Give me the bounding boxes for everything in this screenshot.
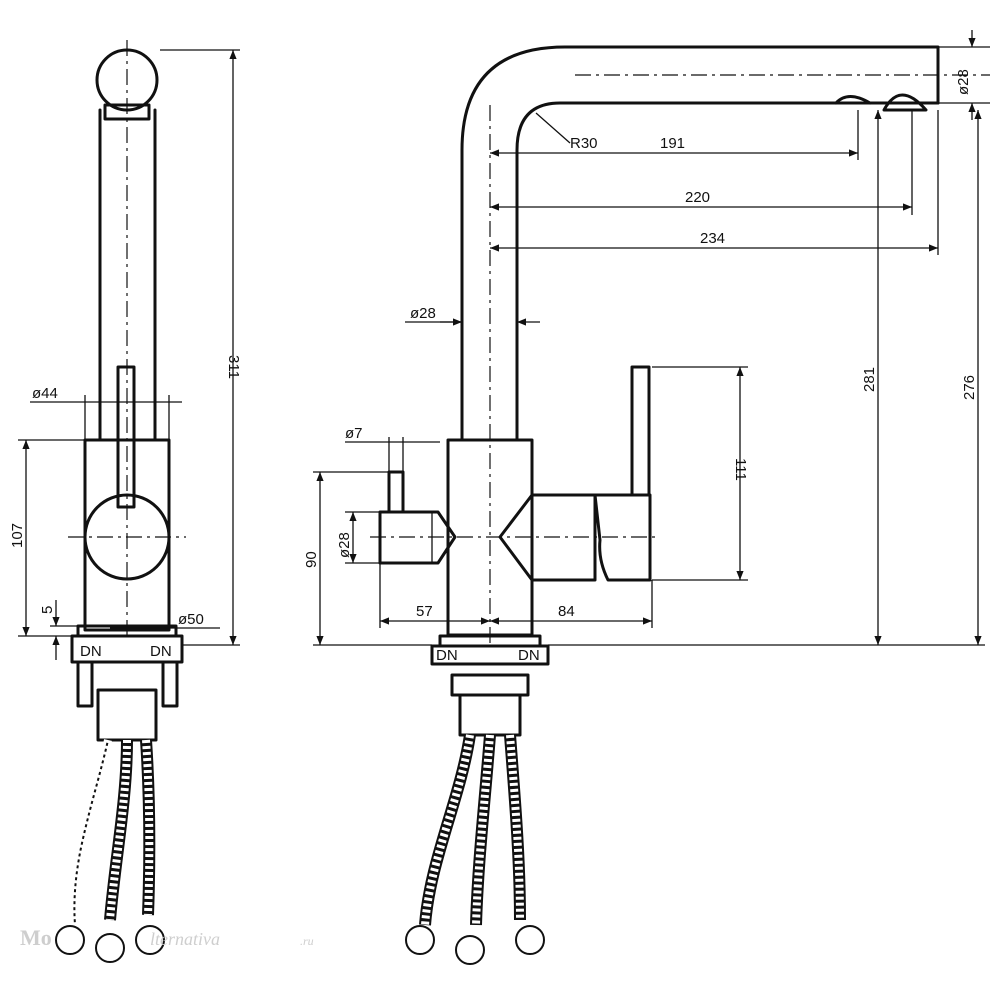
front-base-mark-left: DN (436, 647, 458, 664)
spout-outer (460, 45, 940, 442)
dim-reach-main: 220 (685, 189, 710, 206)
dim-lever-small-diameter: ø7 (345, 425, 363, 442)
dim-reach-filter: 191 (660, 135, 685, 152)
svg-text:lternativa: lternativa (150, 929, 220, 949)
dim-outlet-diameter: ø28 (955, 69, 972, 95)
side-view: DN DN 311 ø44 107 5 ø50 (9, 40, 242, 742)
dim-spout-diameter: ø28 (410, 305, 436, 322)
front-shank (458, 693, 522, 737)
dim-right-handle-length: 84 (558, 603, 575, 620)
dim-filter-outlet-height: 276 (961, 375, 978, 400)
dim-base-diameter: ø50 (178, 611, 204, 628)
front-hoses (405, 734, 545, 965)
dim-total-height: 311 (225, 355, 242, 379)
dim-handle-axis-height: 90 (303, 551, 320, 568)
spout-inner (515, 101, 940, 442)
side-base-mark-right: DN (150, 643, 172, 660)
dim-left-handle-length: 57 (416, 603, 433, 620)
right-lever (630, 365, 651, 497)
dim-lever-height: 111 (732, 458, 749, 481)
left-filter-handle (378, 510, 457, 565)
left-small-lever (387, 470, 405, 514)
filter-outlet (834, 95, 872, 105)
dim-body-height: 107 (9, 523, 26, 548)
dim-body-diameter: ø44 (32, 385, 58, 402)
side-shank (96, 688, 158, 742)
side-lever (116, 365, 136, 509)
dim-main-outlet-height: 281 (861, 367, 878, 392)
right-mixer-handle (498, 493, 597, 582)
front-base-mark-right: DN (518, 647, 540, 664)
svg-text:.ru: .ru (300, 934, 314, 948)
side-hoses (55, 739, 165, 963)
dim-base-height: 5 (39, 606, 56, 614)
front-view: DN DN ø28 R30 191 220 234 ø28 ø (303, 30, 990, 737)
dim-reach-total: 234 (700, 230, 725, 247)
dim-filter-handle-diameter: ø28 (336, 532, 353, 558)
dim-bend-radius: R30 (570, 135, 598, 152)
svg-text:Mo: Mo (20, 925, 52, 950)
watermark: Mo lternativa .ru (20, 925, 314, 950)
side-base-mark-left: DN (80, 643, 102, 660)
main-outlet (882, 93, 928, 112)
